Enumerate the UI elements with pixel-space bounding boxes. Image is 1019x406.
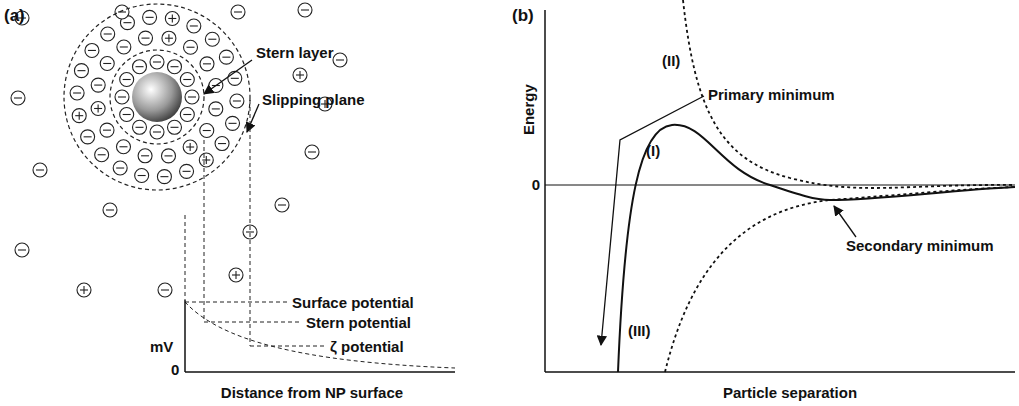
anion bbox=[219, 50, 233, 64]
anion bbox=[200, 124, 214, 138]
anion bbox=[150, 55, 164, 69]
slipping-plane-circle bbox=[64, 4, 250, 190]
anion bbox=[161, 149, 175, 163]
cation bbox=[72, 109, 86, 123]
label: 0 bbox=[171, 361, 179, 378]
anion bbox=[85, 43, 99, 57]
anion bbox=[15, 243, 29, 257]
label: (a) bbox=[4, 6, 25, 26]
label: Slipping plane bbox=[262, 91, 365, 108]
stern-boundary bbox=[110, 50, 204, 144]
anion bbox=[117, 40, 131, 54]
leader-line bbox=[601, 96, 704, 345]
label: ζ potential bbox=[330, 338, 404, 355]
label: (I) bbox=[646, 142, 660, 159]
label: Surface potential bbox=[292, 294, 414, 311]
anion bbox=[200, 57, 214, 71]
anion bbox=[138, 149, 152, 163]
anion bbox=[116, 140, 130, 154]
label: Stern potential bbox=[306, 314, 411, 331]
cation bbox=[199, 153, 213, 167]
cation bbox=[162, 31, 176, 45]
anion bbox=[184, 40, 198, 54]
label: (III) bbox=[628, 322, 651, 339]
anion bbox=[205, 32, 219, 46]
anion bbox=[231, 5, 245, 19]
anion bbox=[74, 64, 88, 78]
anion bbox=[180, 108, 194, 122]
anion bbox=[113, 161, 127, 175]
cation bbox=[229, 268, 243, 282]
anion bbox=[100, 56, 114, 70]
anion bbox=[101, 27, 115, 41]
anion bbox=[180, 73, 194, 87]
repulsion-curve bbox=[683, 0, 1015, 188]
anion bbox=[133, 60, 147, 74]
anion bbox=[185, 90, 199, 104]
anion bbox=[91, 78, 105, 92]
anion bbox=[333, 53, 347, 67]
anion bbox=[230, 94, 244, 108]
cation bbox=[91, 101, 105, 115]
anion bbox=[180, 164, 194, 178]
cation bbox=[183, 140, 197, 154]
anion bbox=[103, 203, 117, 217]
anion bbox=[120, 108, 134, 122]
label: Stern layer bbox=[256, 44, 334, 61]
anion bbox=[100, 123, 114, 137]
cation bbox=[165, 11, 179, 25]
projection-lines bbox=[185, 100, 455, 368]
attraction-curve bbox=[665, 187, 1015, 372]
anion bbox=[115, 90, 129, 104]
anion bbox=[275, 198, 289, 212]
anion bbox=[33, 163, 47, 177]
anion bbox=[157, 170, 171, 184]
nanoparticle bbox=[132, 72, 182, 122]
ions bbox=[11, 3, 347, 297]
anion bbox=[158, 283, 172, 297]
anion bbox=[115, 5, 129, 19]
anion bbox=[135, 169, 149, 183]
leader-line bbox=[247, 104, 259, 132]
leader-line bbox=[204, 60, 252, 94]
cation bbox=[293, 68, 307, 82]
anion bbox=[133, 120, 147, 134]
anion bbox=[70, 86, 84, 100]
anion bbox=[95, 148, 109, 162]
label: 0 bbox=[532, 176, 540, 193]
anion bbox=[298, 3, 312, 17]
anion bbox=[168, 120, 182, 134]
label: (b) bbox=[512, 6, 534, 26]
anion bbox=[120, 73, 134, 87]
anion bbox=[168, 60, 182, 74]
anion bbox=[226, 116, 240, 130]
cation bbox=[77, 283, 91, 297]
anion bbox=[11, 91, 25, 105]
label: Secondary minimum bbox=[846, 237, 994, 254]
anion bbox=[187, 19, 201, 33]
leader-line bbox=[834, 206, 856, 237]
label: Distance from NP surface bbox=[221, 384, 403, 401]
label: mV bbox=[150, 338, 173, 355]
label: (II) bbox=[662, 52, 680, 69]
anion bbox=[150, 125, 164, 139]
total-energy-curve bbox=[618, 125, 1015, 372]
label: Particle separation bbox=[723, 384, 857, 401]
anion bbox=[139, 31, 153, 45]
anion bbox=[228, 71, 242, 85]
anion bbox=[81, 130, 95, 144]
label: Primary minimum bbox=[708, 86, 835, 103]
anion bbox=[209, 102, 223, 116]
anion bbox=[143, 10, 157, 24]
anion bbox=[305, 145, 319, 159]
axes bbox=[545, 10, 1015, 372]
label: Energy bbox=[519, 85, 536, 136]
anion bbox=[215, 137, 229, 151]
